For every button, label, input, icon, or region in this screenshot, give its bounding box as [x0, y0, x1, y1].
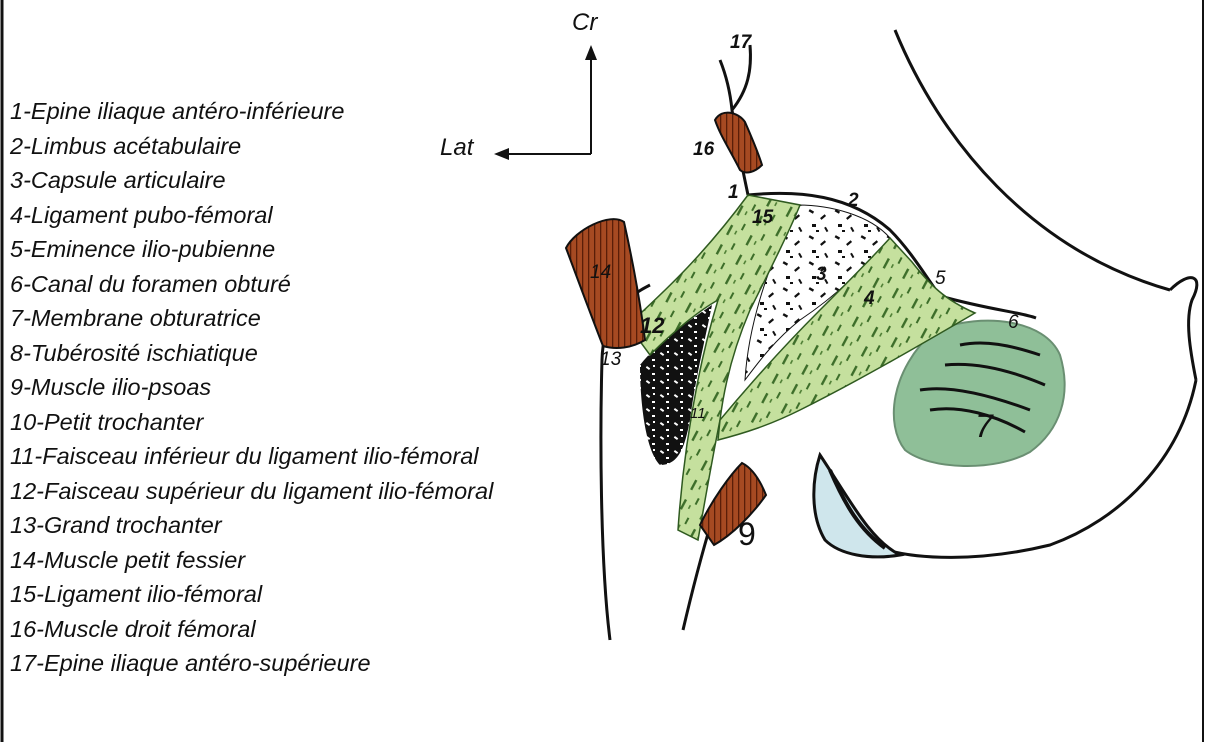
marker-9: 9 — [738, 516, 756, 552]
label-cranial: Cr — [572, 9, 598, 36]
marker-13: 13 — [600, 349, 622, 370]
marker-2: 2 — [847, 190, 859, 211]
rectus-femoris-muscle — [715, 113, 762, 173]
ischial-tuberosity-region — [814, 455, 900, 557]
marker-17: 17 — [730, 32, 753, 53]
orientation-axes: Cr Lat — [440, 9, 598, 161]
marker-7: 7 — [975, 408, 994, 444]
arrow-up-icon — [585, 45, 597, 60]
marker-14: 14 — [590, 262, 611, 283]
marker-11: 11 — [690, 405, 706, 422]
marker-5: 5 — [935, 268, 946, 289]
marker-1: 1 — [728, 182, 739, 203]
label-lateral: Lat — [440, 134, 475, 161]
marker-15: 15 — [752, 207, 774, 228]
marker-12: 12 — [640, 313, 665, 338]
marker-4: 4 — [863, 288, 875, 309]
arrow-left-icon — [494, 148, 509, 160]
gluteus-minimus-muscle — [566, 219, 645, 348]
marker-3: 3 — [816, 264, 827, 285]
marker-6: 6 — [1008, 312, 1019, 333]
marker-16: 16 — [693, 139, 715, 160]
